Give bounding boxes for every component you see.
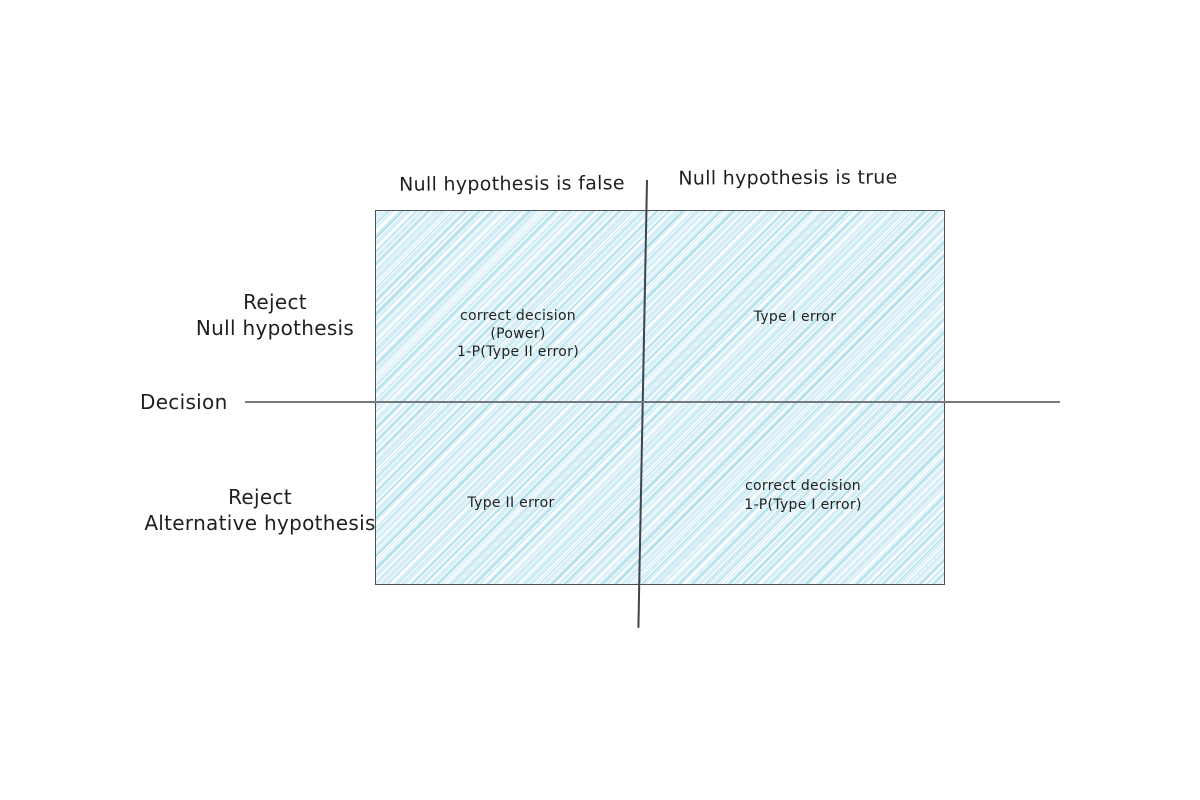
cell-br-line1: correct decision bbox=[745, 478, 861, 494]
matrix-box bbox=[375, 210, 945, 585]
cell-tl-line2: (Power) bbox=[490, 326, 546, 342]
cell-type-2-error: Type II error bbox=[420, 494, 602, 512]
cell-type-1-error: Type I error bbox=[710, 308, 880, 326]
cell-correct-decision-power: correct decision (Power) 1-P(Type II err… bbox=[427, 307, 609, 361]
cell-tr-line1: Type I error bbox=[753, 309, 837, 325]
cell-tl-line3: 1-P(Type II error) bbox=[457, 344, 579, 360]
decision-axis-line bbox=[245, 401, 1060, 403]
cell-br-line2: 1-P(Type I error) bbox=[744, 497, 862, 513]
row-label-reject-alternative: Reject Alternative hypothesis bbox=[130, 484, 390, 536]
column-header-null-false: Null hypothesis is false bbox=[399, 172, 625, 196]
column-header-null-true: Null hypothesis is true bbox=[678, 166, 898, 190]
decision-axis-label: Decision bbox=[140, 390, 228, 414]
row-label-reject-alternative-line1: Reject bbox=[228, 485, 292, 509]
cell-bl-line1: Type II error bbox=[467, 495, 555, 511]
cell-tl-line1: correct decision bbox=[460, 308, 576, 324]
row-label-reject-null-line2: Null hypothesis bbox=[195, 316, 355, 340]
row-label-reject-null: Reject Null hypothesis bbox=[145, 289, 405, 341]
cell-correct-decision: correct decision 1-P(Type I error) bbox=[712, 477, 894, 515]
row-label-reject-null-line1: Reject bbox=[243, 290, 307, 314]
row-label-reject-alternative-line2: Alternative hypothesis bbox=[144, 511, 376, 535]
